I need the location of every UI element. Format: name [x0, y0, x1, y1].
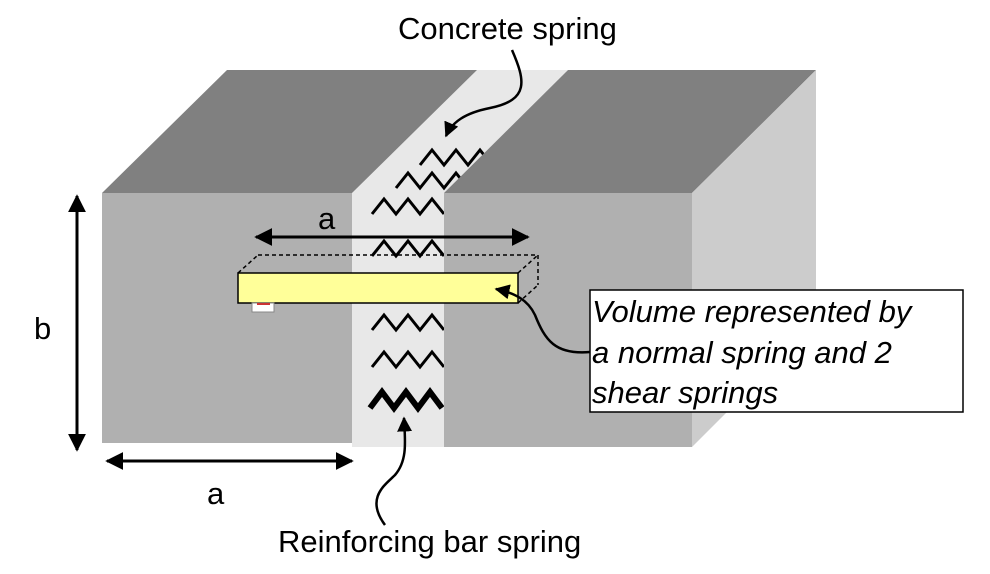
reinforcing-bar-spring-label: Reinforcing bar spring — [278, 524, 581, 559]
concrete-springs — [370, 147, 494, 370]
left-block-top — [102, 70, 477, 193]
reinforcing-bar-spring — [367, 387, 445, 413]
concrete-spring-leader — [444, 49, 523, 138]
concrete-spring-label: Concrete spring — [398, 11, 617, 46]
volume-bar-front — [237, 272, 519, 304]
dimension-b-label: b — [34, 311, 51, 346]
volume-label-line-1: Volume represented by — [592, 294, 914, 329]
volume-label-line-3: shear springs — [592, 375, 778, 410]
reinforcing-bar-spring-leader — [375, 416, 413, 526]
volume-bar-dashed-edge — [517, 254, 539, 274]
concrete-spring — [418, 147, 494, 168]
volume-bar-dashed-edge — [517, 284, 539, 304]
volume-label-line-2: a normal spring and 2 — [592, 335, 892, 370]
volume-leader — [494, 284, 591, 354]
volume-bar-dashed-edge — [237, 254, 259, 274]
concrete-spring — [370, 312, 446, 333]
left-block-front — [102, 193, 352, 443]
concrete-spring — [370, 196, 446, 217]
concrete-spring — [370, 349, 446, 370]
volume-callout-box — [589, 289, 964, 413]
concrete-spring — [394, 170, 470, 191]
dimension-a-top-label: a — [318, 201, 336, 236]
dimension-a-bottom-label: a — [207, 476, 225, 511]
volume-bar — [237, 254, 539, 313]
